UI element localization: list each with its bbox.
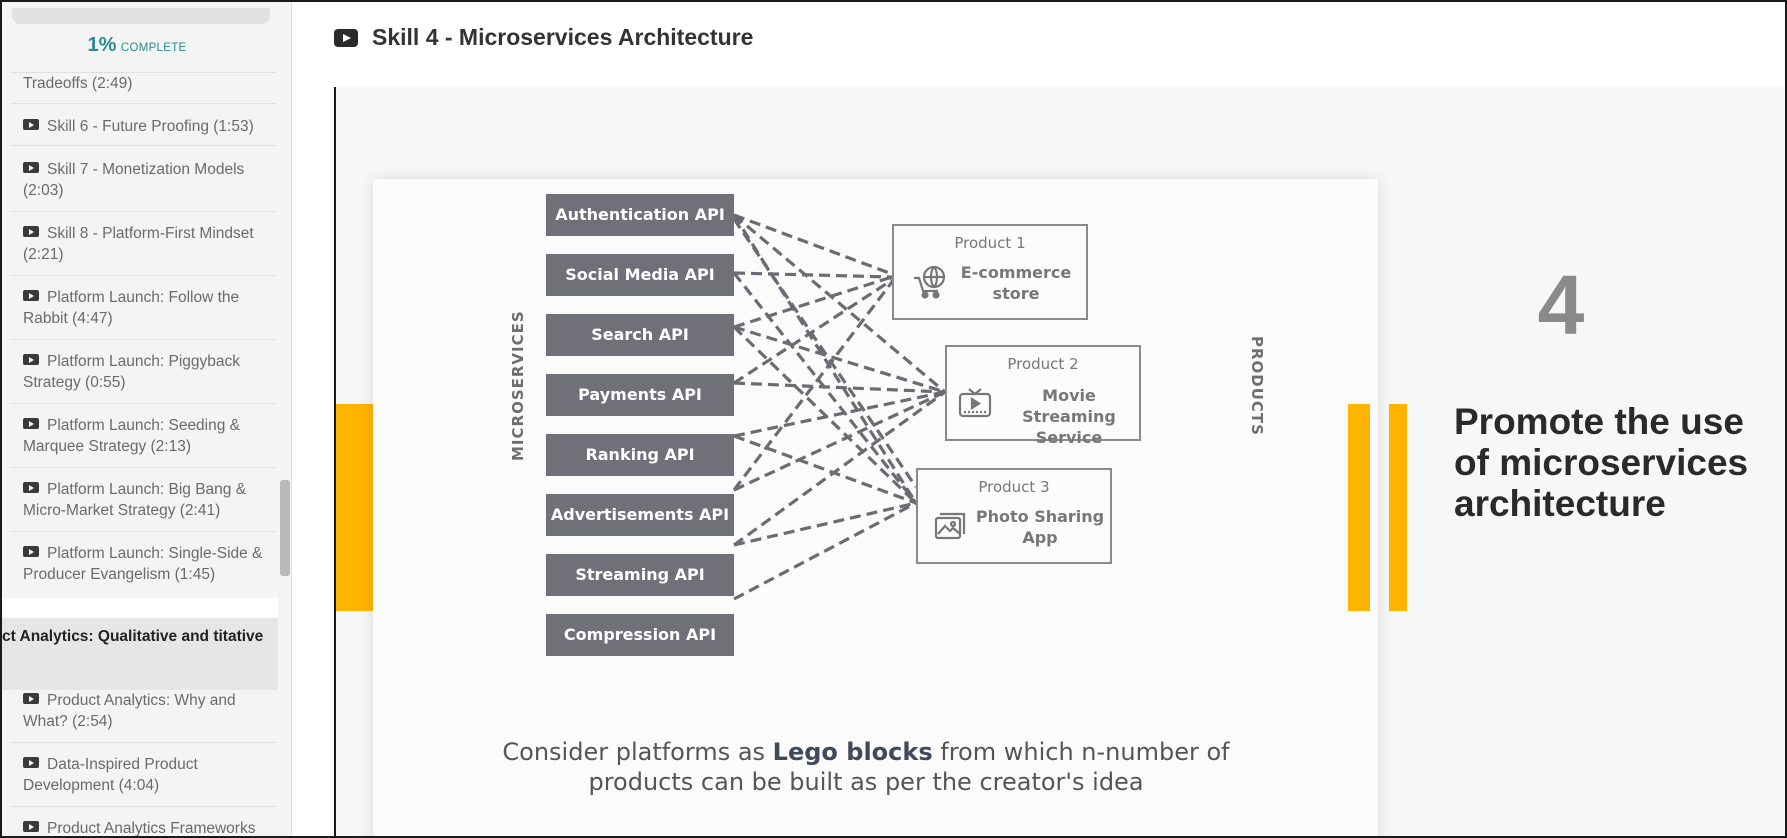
play-video-icon: [23, 354, 39, 365]
lecture-item[interactable]: Platform Launch: Single-Side & Producer …: [10, 543, 276, 598]
caption-text: from which n-number of: [932, 738, 1230, 766]
product-box-1: Product 1 E-commerce store: [892, 224, 1088, 320]
lecture-title: Platform Launch: Single-Side & Producer …: [23, 545, 263, 583]
lecture-title: Product Analytics Frameworks: [47, 820, 256, 836]
promo-heading: Promote the use of microservices archite…: [1454, 401, 1749, 524]
play-video-icon: [23, 290, 39, 301]
video-player-icon: [957, 387, 993, 426]
video-icon: [334, 29, 358, 47]
section-gap: [2, 598, 278, 618]
lecture-item[interactable]: Platform Launch: Follow the Rabbit (4:47…: [10, 287, 276, 340]
lecture-title: Platform Launch: Seeding & Marquee Strat…: [23, 417, 241, 455]
product-box-2: Product 2 Movie Streaming Service: [945, 345, 1141, 447]
product-name-line2: Service: [1035, 428, 1103, 447]
photo-gallery-icon: [934, 512, 966, 547]
product-number: Product 1: [954, 234, 1026, 252]
play-video-icon: [23, 546, 39, 557]
lecture-title: Skill 8 - Platform-First Mindset (2:21): [23, 225, 254, 263]
api-block-payments: Payments API: [546, 374, 734, 416]
api-block-compression: Compression API: [546, 614, 734, 656]
lecture-title-heading: Skill 4 - Microservices Architecture: [372, 24, 754, 50]
lecture-item[interactable]: Platform Launch: Seeding & Marquee Strat…: [10, 415, 276, 468]
caption-bold-text: Lego blocks: [772, 738, 933, 766]
product-number: Product 2: [1007, 355, 1079, 373]
course-sidebar: 1% COMPLETE Tradeoffs (2:49) Skill 6 - F…: [2, 2, 292, 836]
video-slide[interactable]: Authentication API Social Media API Sear…: [334, 87, 1787, 836]
caption-line2: products can be built as per the creator…: [588, 768, 1144, 796]
api-block-social-media: Social Media API: [546, 254, 734, 296]
product-number: Product 3: [978, 478, 1050, 496]
shopping-cart-globe-icon: [912, 264, 948, 305]
api-block-streaming: Streaming API: [546, 554, 734, 596]
sidebar-scrollbar[interactable]: [280, 480, 290, 576]
slide-caption: Consider platforms as Lego blocks from w…: [486, 737, 1246, 797]
lecture-title: Product Analytics: Why and What? (2:54): [23, 692, 236, 730]
lecture-item[interactable]: Platform Launch: Piggyback Strategy (0:5…: [10, 351, 276, 404]
api-block-advertisements: Advertisements API: [546, 494, 734, 536]
product-name-line2: App: [1022, 528, 1058, 547]
lecture-title: Platform Launch: Piggyback Strategy (0:5…: [23, 353, 240, 391]
lecture-item[interactable]: Tradeoffs (2:49): [10, 72, 276, 104]
products-axis-label: PRODUCTS: [1248, 336, 1266, 436]
api-block-search: Search API: [546, 314, 734, 356]
skill-number: 4: [1537, 258, 1585, 352]
lecture-item[interactable]: Platform Launch: Big Bang & Micro-Market…: [10, 479, 276, 532]
play-video-icon: [23, 821, 39, 832]
lecture-item[interactable]: Data-Inspired Product Development (4:04): [10, 754, 276, 807]
product-name-line1: E-commerce: [960, 263, 1072, 282]
lecture-item[interactable]: Product Analytics: Why and What? (2:54): [10, 690, 276, 743]
product-name-line2: store: [992, 284, 1040, 303]
product-name: Photo Sharing App: [970, 506, 1110, 548]
accent-bar-left: [336, 404, 373, 611]
connection-lines: [732, 213, 947, 601]
play-video-icon: [23, 482, 39, 493]
progress-label: COMPLETE: [120, 42, 187, 54]
product-name-line1: Movie Streaming: [1022, 386, 1116, 426]
diagram-card: [373, 179, 1378, 836]
microservices-axis-label: MICROSERVICES: [509, 310, 527, 461]
api-block-authentication: Authentication API: [546, 194, 734, 236]
lecture-header: Skill 4 - Microservices Architecture: [292, 2, 1785, 77]
api-block-ranking: Ranking API: [546, 434, 734, 476]
product-name: Movie Streaming Service: [997, 385, 1141, 448]
sidebar-top-bar: [12, 8, 270, 24]
lecture-item[interactable]: Skill 6 - Future Proofing (1:53): [10, 116, 276, 146]
product-name: E-commerce store: [946, 262, 1086, 304]
lecture-title: Data-Inspired Product Development (4:04): [23, 756, 198, 794]
section-header[interactable]: ct Analytics: Qualitative and titative: [2, 618, 278, 690]
progress-percent: 1%: [87, 34, 117, 56]
caption-text: Consider platforms as: [502, 738, 773, 766]
product-box-3: Product 3 Photo Sharing App: [916, 468, 1112, 564]
play-video-icon: [23, 226, 39, 237]
play-video-icon: [23, 757, 39, 768]
lecture-item[interactable]: Skill 8 - Platform-First Mindset (2:21): [10, 223, 276, 276]
play-video-icon: [23, 119, 39, 130]
lecture-title: Tradeoffs (2:49): [23, 75, 133, 92]
product-name-line1: Photo Sharing: [975, 507, 1105, 526]
progress-indicator: 1% COMPLETE: [2, 34, 272, 62]
play-video-icon: [23, 693, 39, 704]
lecture-title: Platform Launch: Big Bang & Micro-Market…: [23, 481, 247, 519]
lecture-title: Platform Launch: Follow the Rabbit (4:47…: [23, 289, 240, 327]
accent-bar-right-1: [1348, 404, 1370, 611]
play-video-icon: [23, 418, 39, 429]
lecture-title: Skill 7 - Monetization Models (2:03): [23, 161, 245, 199]
caption-line1: Consider platforms as Lego blocks from w…: [486, 737, 1246, 767]
lecture-title: Skill 6 - Future Proofing (1:53): [47, 118, 254, 135]
accent-bar-right-2: [1389, 404, 1407, 611]
lecture-item[interactable]: Product Analytics Frameworks: [10, 818, 276, 836]
lecture-item[interactable]: Skill 7 - Monetization Models (2:03): [10, 159, 276, 212]
play-video-icon: [23, 162, 39, 173]
